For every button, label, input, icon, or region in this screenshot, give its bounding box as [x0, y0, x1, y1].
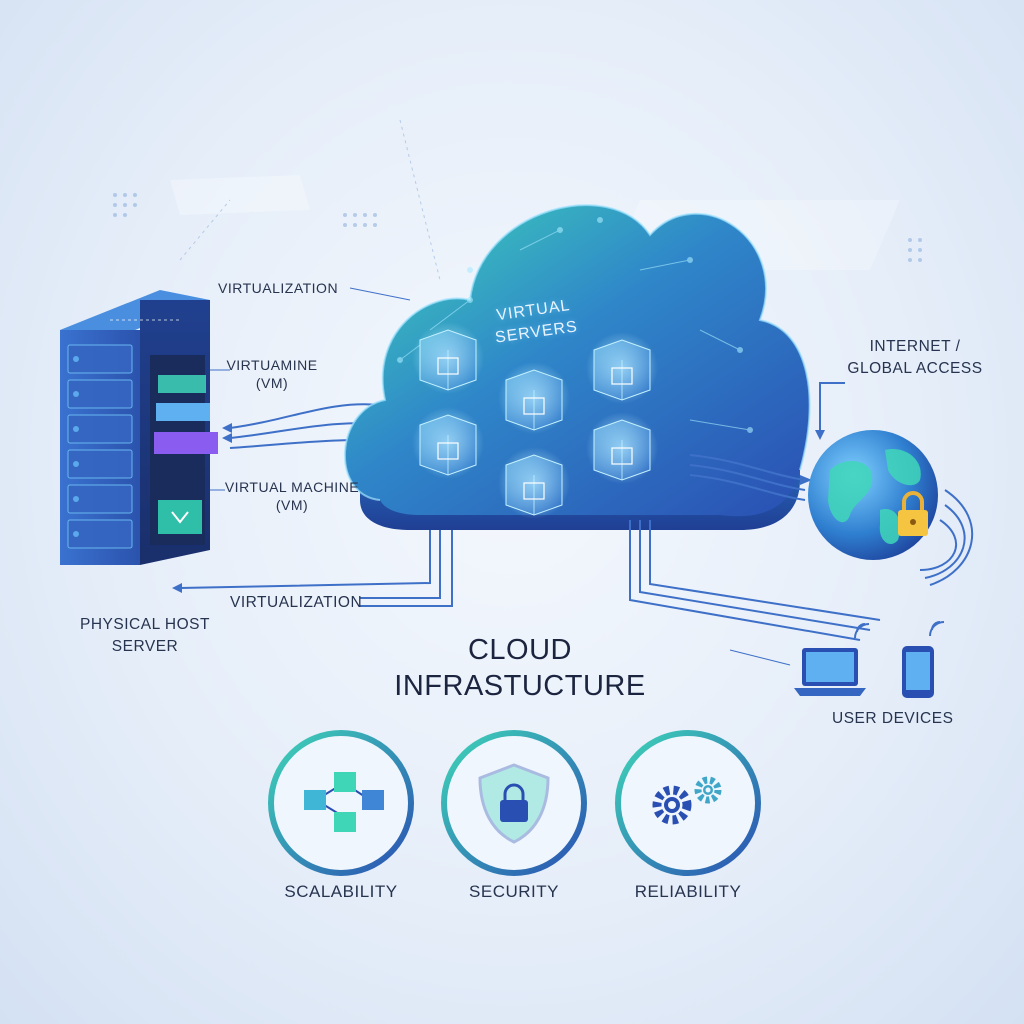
padlock-icon [898, 491, 928, 536]
virtual-servers-cloud [344, 204, 811, 530]
title-line1: CLOUD [467, 634, 572, 666]
gears-icon [652, 776, 722, 825]
laptop-icon [794, 648, 866, 696]
virtual-server-cubes [412, 322, 658, 519]
reliability-badge [615, 730, 761, 876]
physical-host-server-line1: PHYSICAL HOST [80, 616, 210, 633]
wifi-signal-icons [854, 621, 945, 639]
vm-label-bottom-line2: (VM) [275, 497, 309, 513]
internet-access-line2: GLOBAL ACCESS [847, 360, 983, 377]
smartphone-icon [902, 646, 934, 698]
physical-host-server-label: PHYSICAL HOST SERVER [60, 614, 230, 658]
internet-access-line1: INTERNET / [869, 338, 961, 355]
internet-access-label: INTERNET / GLOBAL ACCESS [830, 336, 1000, 380]
security-badge [441, 730, 587, 876]
scalability-label: SCALABILITY [284, 882, 398, 901]
vm-label-bottom-line1: VIRTUAL MACHINE [224, 479, 360, 495]
network-links-right [629, 382, 974, 666]
page-title: CLOUD INFRASTUCTURE [380, 632, 660, 704]
scalability-badge [268, 730, 414, 876]
user-devices-label: USER DEVICES [832, 710, 954, 727]
network-nodes-icon [304, 772, 384, 832]
vm-label-top-line1: VIRTUAMINE [226, 357, 318, 373]
reliability-label: RELIABILITY [634, 882, 742, 901]
vm-label-top-line2: (VM) [255, 375, 289, 391]
vm-module-stack [154, 375, 218, 534]
vm-label-top: VIRTUAMINE (VM) [222, 356, 322, 392]
security-label: SECURITY [469, 882, 559, 901]
rack-units [67, 344, 133, 549]
title-line2: INFRASTUCTURE [394, 670, 646, 702]
virtualization-label-top: VIRTUALIZATION [218, 280, 339, 296]
shield-lock-icon [478, 763, 550, 844]
virtualization-label-bottom: VIRTUALIZATION [230, 594, 363, 611]
vm-label-bottom: VIRTUAL MACHINE (VM) [222, 478, 362, 514]
physical-host-server [60, 290, 218, 565]
physical-host-server-line2: SERVER [111, 638, 179, 655]
